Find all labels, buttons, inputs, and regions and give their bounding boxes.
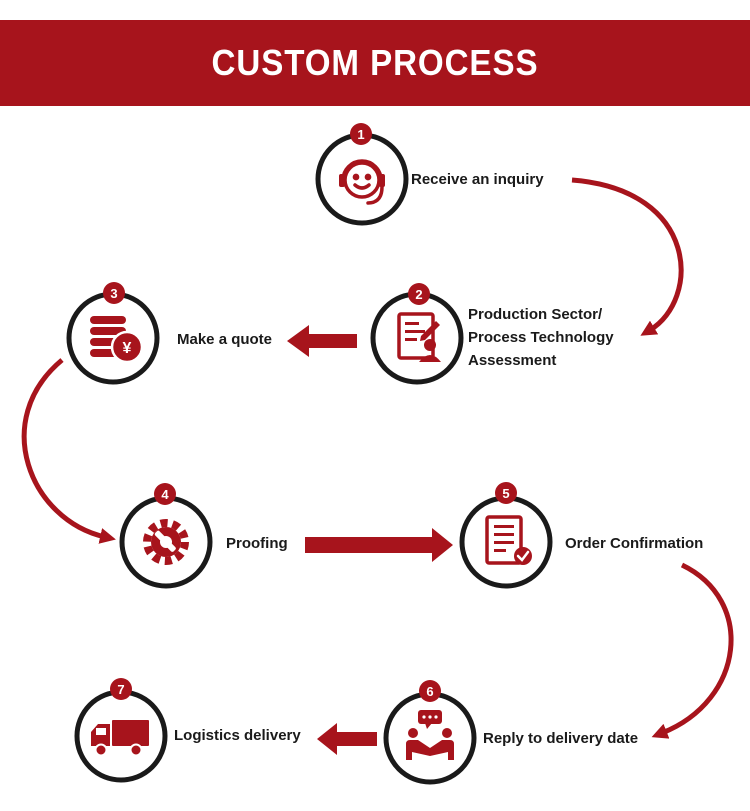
step-4-label: Proofing	[226, 535, 288, 552]
arrow-4-to-5	[305, 528, 453, 562]
step-6: 6	[383, 680, 477, 785]
step-2-label: Production Sector/ Process Technology As…	[468, 303, 614, 372]
step-2-label-line-2: Process Technology	[468, 329, 614, 346]
step-4-number: 4	[161, 487, 169, 502]
gear-wrench-icon	[143, 519, 189, 565]
step-2-label-line-1: Production Sector/	[468, 306, 603, 323]
step-3-label: Make a quote	[177, 331, 273, 348]
step-5: 5	[459, 482, 553, 589]
header-banner: CUSTOM PROCESS	[0, 20, 750, 106]
handshake-chat-icon	[406, 710, 454, 760]
headset-smiley-icon	[339, 159, 385, 205]
arrow-2-to-3	[287, 325, 357, 357]
arrow-6-to-7	[317, 723, 377, 755]
yen-coins-icon: ¥	[90, 316, 144, 364]
step-7-number: 7	[117, 682, 124, 697]
step-1-label: Receive an inquiry	[411, 171, 544, 188]
step-6-label: Reply to delivery date	[483, 730, 639, 747]
step-1-number: 1	[357, 127, 364, 142]
svg-text:¥: ¥	[123, 340, 132, 357]
step-1: 1	[315, 123, 409, 226]
curve-arrow-3-to-4	[21, 358, 116, 544]
step-2: 2	[370, 283, 464, 385]
step-7-label: Logistics delivery	[174, 727, 301, 744]
curve-arrow-1-to-2	[571, 177, 684, 336]
assessment-document-icon	[397, 312, 441, 362]
step-5-label: Order Confirmation	[565, 535, 704, 552]
curve-arrow-5-to-6	[651, 562, 734, 739]
step-2-number: 2	[415, 287, 422, 302]
delivery-truck-icon	[91, 720, 149, 757]
step-7: 7	[74, 678, 168, 783]
step-3: ¥ 3	[66, 282, 160, 385]
step-3-number: 3	[110, 286, 117, 301]
step-5-number: 5	[502, 486, 509, 501]
step-4: 4	[119, 483, 213, 589]
checklist-icon	[485, 515, 532, 565]
page-title: CUSTOM PROCESS	[211, 42, 539, 83]
step-6-number: 6	[426, 684, 433, 699]
step-2-label-line-3: Assessment	[468, 352, 557, 369]
